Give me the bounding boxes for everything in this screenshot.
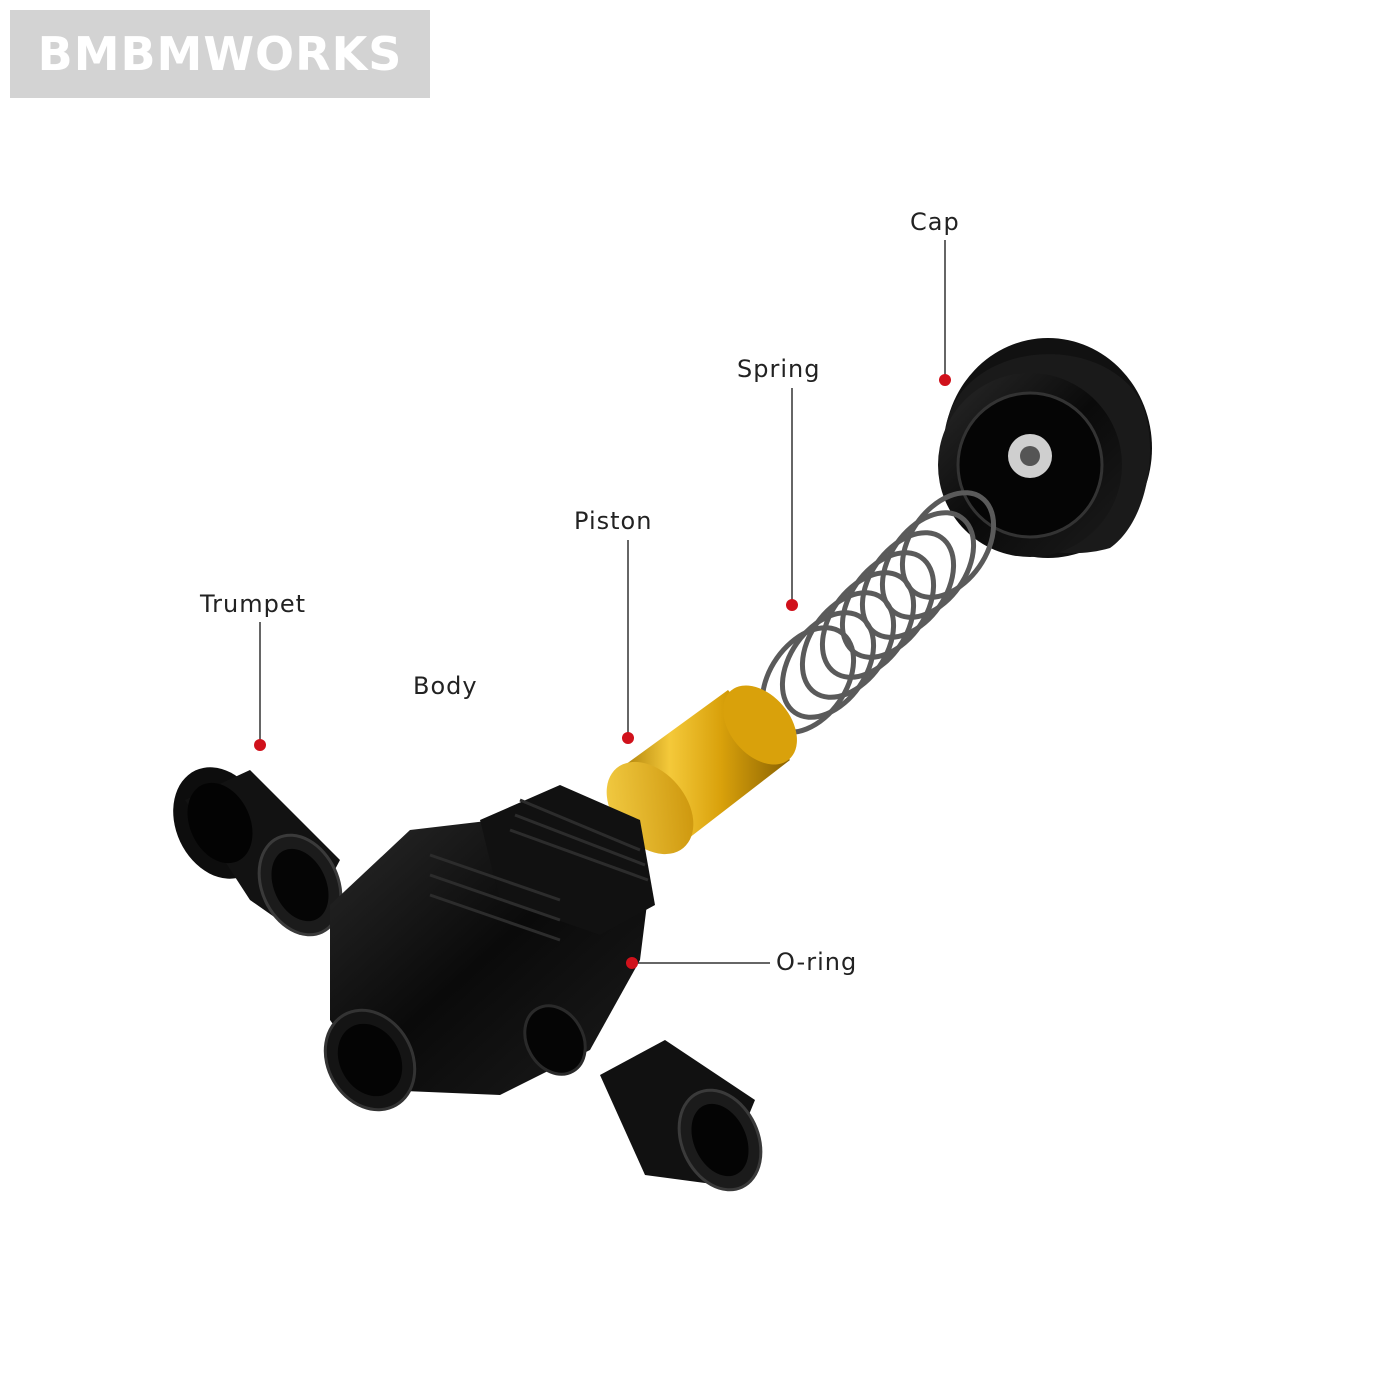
cap-part xyxy=(938,338,1152,558)
label-oring: O-ring xyxy=(776,948,858,976)
label-body: Body xyxy=(413,672,478,700)
label-trumpet: Trumpet xyxy=(200,590,306,618)
oring-part xyxy=(600,1040,763,1192)
callout-dot-oring xyxy=(626,957,638,969)
callout-dot-cap xyxy=(939,374,951,386)
callout-dot-piston xyxy=(622,732,634,744)
body-part xyxy=(323,785,655,1112)
callout-dot-spring xyxy=(786,599,798,611)
brand-watermark: BMBMWORKS xyxy=(10,10,430,98)
callout-dots xyxy=(254,374,951,969)
label-spring: Spring xyxy=(737,355,821,383)
spring-part xyxy=(759,490,997,735)
callout-dot-trumpet xyxy=(254,739,266,751)
label-piston: Piston xyxy=(574,507,653,535)
trumpet-part xyxy=(173,767,343,937)
label-cap: Cap xyxy=(910,208,960,236)
leader-lines xyxy=(259,240,946,964)
